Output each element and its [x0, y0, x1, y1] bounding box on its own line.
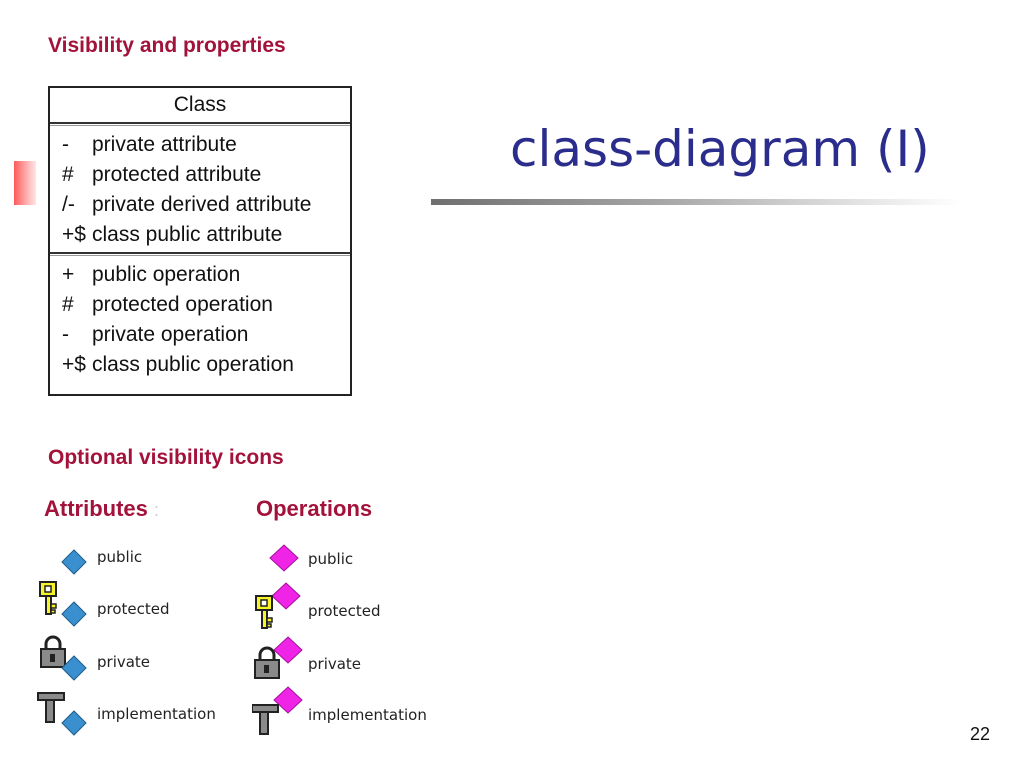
attributes-heading-colon: :	[154, 500, 160, 520]
legend-label-private: private	[97, 653, 151, 671]
operation-label: private operation	[92, 323, 249, 346]
attribute-label: class public attribute	[92, 223, 283, 246]
operation-label: protected operation	[92, 293, 273, 316]
hammer-icon	[37, 692, 65, 723]
visibility-symbol: +$	[62, 223, 86, 246]
lock-icon	[39, 635, 67, 669]
attribute-row: - private attribute	[50, 130, 350, 160]
attribute-public-icon	[61, 549, 87, 575]
slide-title: class-diagram (I)	[510, 120, 930, 178]
accent-bar	[14, 161, 36, 205]
attributes-heading: Attributes :	[44, 496, 159, 522]
page-number: 22	[969, 724, 990, 744]
key-icon	[39, 581, 57, 615]
attributes-heading-text: Attributes	[44, 496, 148, 521]
legend-label-implementation: implementation	[97, 705, 216, 723]
title-rule	[431, 199, 961, 205]
legend-label-protected: protected	[97, 600, 170, 618]
attribute-label: protected attribute	[92, 163, 262, 186]
uml-class-box: Class - private attribute # protected at…	[48, 86, 352, 396]
visibility-symbol: #	[62, 293, 74, 316]
attribute-label: private derived attribute	[92, 193, 312, 216]
operation-row: # protected operation	[50, 290, 350, 320]
legend-label-public: public	[308, 550, 354, 568]
class-divider	[50, 122, 350, 126]
lock-icon	[253, 646, 281, 680]
visibility-symbol: +	[62, 263, 75, 286]
legend-label-public: public	[97, 548, 143, 566]
operation-icons	[252, 544, 303, 735]
attribute-icons	[37, 549, 87, 736]
operations-divider	[50, 252, 350, 256]
icons-heading: Optional visibility icons	[48, 446, 284, 469]
class-name: Class	[173, 93, 227, 116]
legend-label-private: private	[308, 655, 362, 673]
visibility-symbol: #	[62, 163, 74, 186]
attribute-row: +$ class public attribute	[50, 220, 350, 250]
operation-row: + public operation	[50, 260, 350, 290]
visibility-heading: Visibility and properties	[48, 34, 286, 57]
operations-compartment: + public operation # protected operation…	[50, 256, 350, 382]
visibility-symbol: -	[62, 323, 69, 346]
visibility-symbol: +$	[62, 353, 86, 376]
attribute-row: # protected attribute	[50, 160, 350, 190]
attributes-compartment: - private attribute # protected attribut…	[50, 126, 350, 252]
operations-heading: Operations	[256, 496, 373, 521]
visibility-symbol: -	[62, 133, 69, 156]
legend-label-protected: protected	[308, 602, 381, 620]
attribute-row: /- private derived attribute	[50, 190, 350, 220]
attribute-protected-icon	[61, 601, 87, 627]
attribute-implementation-icon	[61, 710, 87, 736]
operation-label: class public operation	[92, 353, 294, 376]
operation-row: - private operation	[50, 320, 350, 350]
legend-label-implementation: implementation	[308, 706, 427, 724]
visibility-symbol: /-	[62, 193, 75, 216]
operation-protected-icon	[271, 582, 301, 610]
operation-row: +$ class public operation	[50, 350, 350, 380]
operation-label: public operation	[92, 263, 241, 286]
operation-public-icon	[269, 544, 299, 572]
key-icon	[255, 595, 273, 629]
hammer-icon	[252, 704, 279, 735]
attribute-label: private attribute	[92, 133, 237, 156]
